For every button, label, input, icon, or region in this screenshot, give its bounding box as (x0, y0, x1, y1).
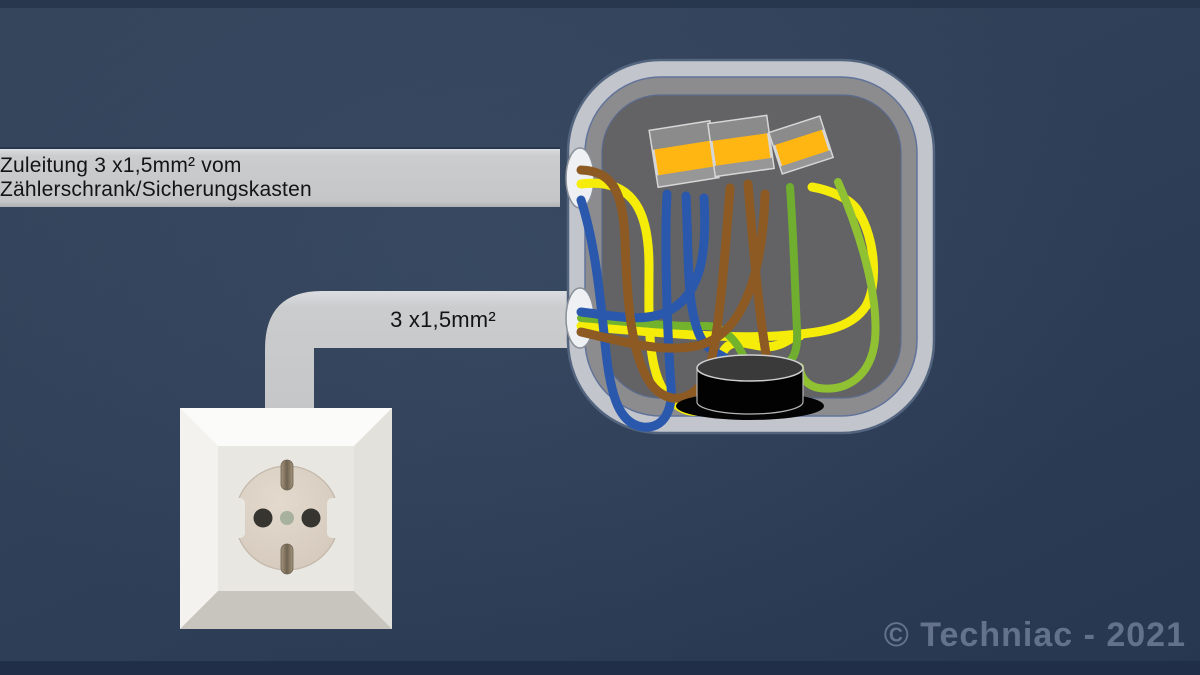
feed-cable-label: Zuleitung 3 x1,5mm² vom Zählerschrank/Si… (0, 154, 312, 201)
socket-cable (265, 291, 572, 430)
earth-clip-top (280, 459, 294, 491)
socket-hole-right (301, 508, 321, 528)
wire-blue-to-socket (576, 193, 710, 323)
socket-side-notch-left (229, 498, 245, 538)
wire-pe-yellow-bottom (576, 182, 878, 342)
copyright-watermark: © Techniac - 2021 (883, 616, 1186, 654)
wago-connector-3 (767, 115, 835, 175)
socket-cable-label: 3 x1,5mm² (390, 306, 496, 332)
junction-box (565, 58, 936, 435)
cable-gland (676, 354, 824, 420)
wire-pe-green-right (796, 178, 880, 393)
wire-blue-to-gland (681, 191, 737, 371)
socket-center-screw (280, 511, 294, 525)
socket-hole-left (253, 508, 273, 528)
top-edge-shade (0, 0, 1200, 8)
wire-brown-to-socket (576, 189, 770, 353)
wire-brown-feed-loop (576, 165, 735, 403)
socket-side-notch-right (327, 498, 343, 538)
earth-clip-bottom (280, 543, 294, 575)
wago-connector-1 (648, 119, 720, 189)
wire-pe-green-left (783, 183, 802, 367)
feed-cable (0, 147, 560, 207)
wago-connector-2 (706, 114, 776, 178)
bottom-edge-shade (0, 661, 1200, 675)
schuko-socket (180, 408, 392, 629)
